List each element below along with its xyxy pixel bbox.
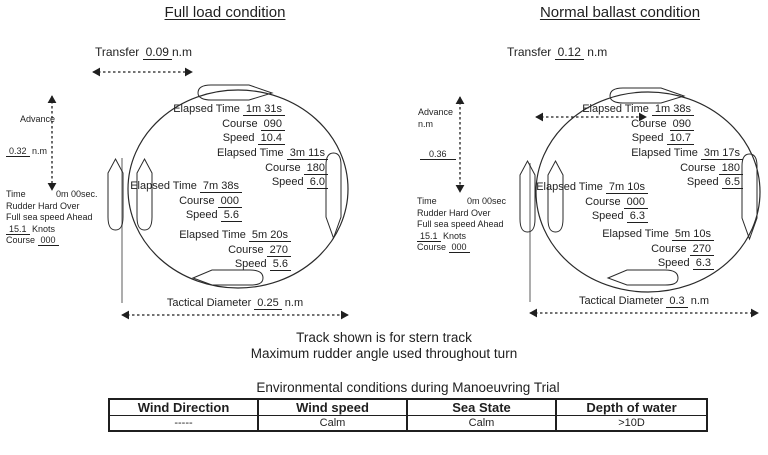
data-cell-wind-speed: Calm <box>259 416 408 430</box>
data-cell-wind-direction: ----- <box>110 416 259 430</box>
track-point-annotation-1-normal-ballast: Elapsed Time 1m 38s Course 090 Speed 10.… <box>582 103 694 147</box>
header-cell-depth-of-water: Depth of water <box>557 400 706 416</box>
turning-circle-normal-ballast <box>535 91 761 293</box>
sea-speed-row: Full sea speed Ahead <box>6 212 93 222</box>
advance-label-normal-ballast: Advance <box>418 107 454 117</box>
tactical-diameter-label-normal-ballast: Tactical Diameter 0.3 n.m <box>578 295 710 308</box>
ship-silhouette-bottom-normal-ballast <box>606 269 679 286</box>
transfer-value: 0.12 <box>554 45 584 60</box>
ship-silhouette-left-outer-full-load <box>107 157 124 231</box>
knots-row: 15.1 Knots <box>6 223 98 236</box>
sea-speed-row: Full sea speed Ahead <box>417 219 504 229</box>
data-cell-depth-of-water: >10D <box>618 417 645 429</box>
track-point-annotation-3-full-load: Elapsed Time 7m 38s Course 000 Speed 5.6 <box>130 180 242 224</box>
advance-value-full-load: 0.32 n.m <box>6 146 47 158</box>
header-cell-wind-direction: Wind Direction <box>110 400 259 416</box>
advance-label-full-load: Advance <box>20 114 56 124</box>
start-course-row: Course 000 <box>6 235 98 247</box>
environmental-conditions-section: Environmental conditions during Manoeuvr… <box>108 380 708 432</box>
track-point-annotation-2-normal-ballast: Elapsed Time 3m 17s Course 180 Speed 6.5 <box>631 147 743 191</box>
track-point-annotation-4-full-load: Elapsed Time 5m 20s Course 270 Speed 5.6 <box>179 229 291 273</box>
ship-silhouette-left-inner-normal-ballast <box>547 159 564 233</box>
ship-silhouette-right-normal-ballast <box>741 153 758 241</box>
ship-silhouette-bottom-full-load <box>191 269 264 286</box>
turning-circle-full-load <box>127 89 349 289</box>
header-cell-sea-state: Sea State <box>408 400 557 416</box>
track-point-annotation-3-normal-ballast: Elapsed Time 7m 10s Course 000 Speed 6.3 <box>536 181 648 225</box>
condition-title-full-load: Full load condition <box>164 4 286 21</box>
ship-silhouette-top-normal-ballast <box>609 87 686 104</box>
ship-silhouette-left-inner-full-load <box>136 157 153 231</box>
data-cell-sea-state: Calm <box>408 416 557 430</box>
transfer-value: 0.09 <box>142 45 172 60</box>
track-point-annotation-4-normal-ballast: Elapsed Time 5m 10s Course 270 Speed 6.3 <box>602 228 714 272</box>
note-stern-track: Track shown is for stern track <box>296 330 472 345</box>
track-point-annotation-1-full-load: Elapsed Time 1m 31s Course 090 Speed 10.… <box>173 103 285 147</box>
header-cell-wind-speed: Wind speed <box>259 400 408 416</box>
knots-row: 15.1 Knots <box>417 230 506 243</box>
rudder-row: Rudder Hard Over <box>417 207 491 218</box>
ship-silhouette-right-full-load <box>325 152 342 240</box>
advance-value-normal-ballast: 0.36 <box>420 149 456 161</box>
note-rudder-angle: Maximum rudder angle used throughout tur… <box>250 346 518 361</box>
rudder-row: Rudder Hard Over <box>6 200 80 211</box>
transfer-label-normal-ballast: Transfer 0.12 n.m <box>507 45 608 60</box>
start-course-row: Course 000 <box>417 242 506 254</box>
env-conditions-table: Wind Direction Wind speed Sea State Dept… <box>108 398 708 432</box>
advance-unit-normal-ballast: n.m <box>418 119 434 129</box>
track-point-annotation-2-full-load: Elapsed Time 3m 11s Course 180 Speed 6.0 <box>217 147 328 191</box>
condition-title-normal-ballast: Normal ballast condition <box>539 4 701 21</box>
ship-silhouette-top-full-load <box>197 84 274 101</box>
env-conditions-title: Environmental conditions during Manoeuvr… <box>256 380 560 395</box>
tactical-diameter-label-full-load: Tactical Diameter 0.25 n.m <box>166 297 304 310</box>
ship-silhouette-left-outer-normal-ballast <box>519 159 536 233</box>
